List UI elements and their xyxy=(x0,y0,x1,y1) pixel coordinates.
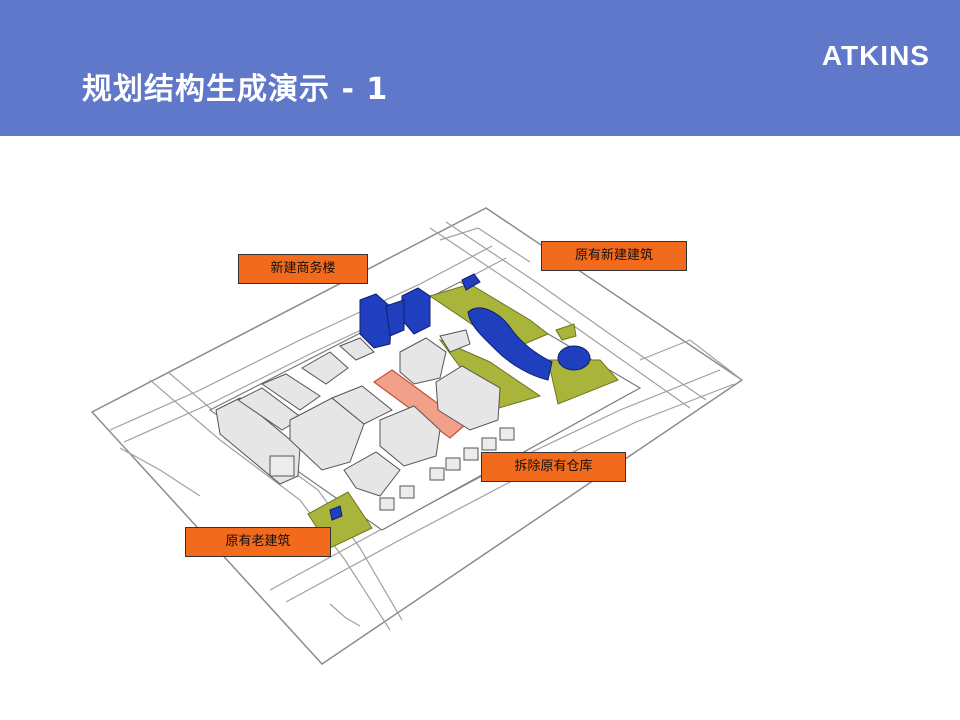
blue-small-building xyxy=(329,505,343,521)
callout-demolish-warehouse: 拆除原有仓库 xyxy=(481,452,626,482)
existing-new-buildings xyxy=(467,307,591,381)
atkins-logo: ATKINS xyxy=(821,40,930,71)
new-office-buildings xyxy=(359,273,481,349)
callout-new-office: 新建商务楼 xyxy=(238,254,368,284)
callout-existing-old: 原有老建筑 xyxy=(185,527,331,557)
slide-title: 规划结构生成演示 - 1 xyxy=(82,72,389,107)
header-bar: 规划结构生成演示 - 1 ATKINS xyxy=(0,0,960,136)
site-plan-diagram xyxy=(90,207,744,665)
small-blocks xyxy=(269,427,515,511)
callout-existing-new: 原有新建建筑 xyxy=(541,241,687,271)
